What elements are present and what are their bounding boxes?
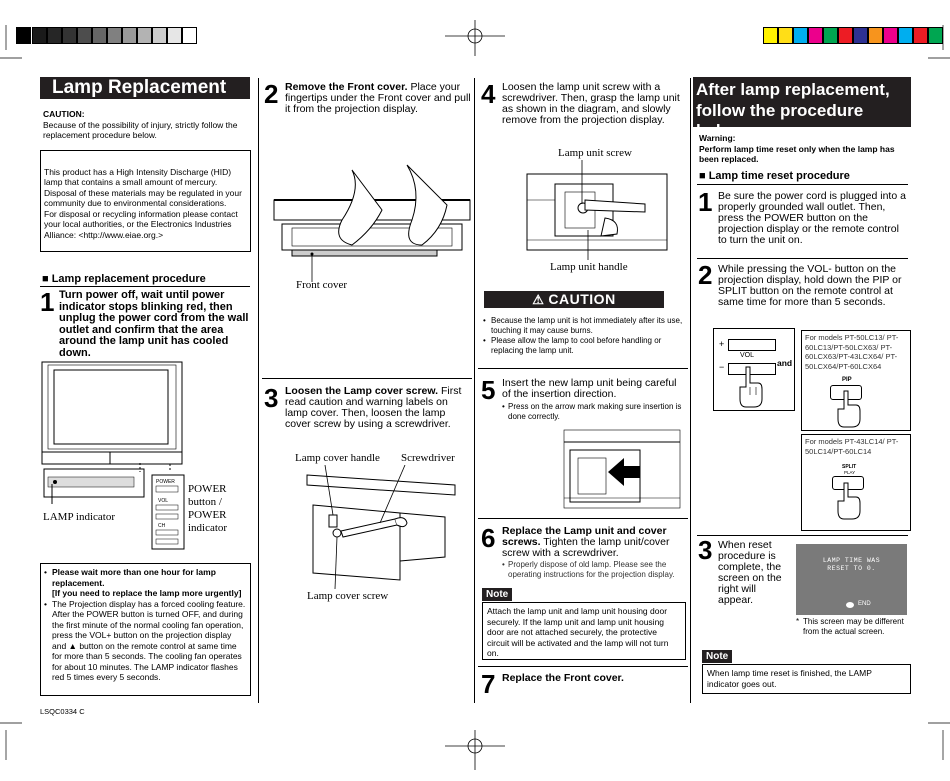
page-title: Lamp Replacement bbox=[40, 77, 250, 99]
caution-bullets: •Because the lamp unit is hot immediatel… bbox=[483, 316, 683, 356]
footer-code: LSQC0334 C bbox=[40, 707, 85, 716]
col3-divider-1 bbox=[478, 368, 688, 369]
label-lamp-indicator: LAMP indicator bbox=[43, 511, 115, 523]
label-lamp-unit-handle: Lamp unit handle bbox=[550, 261, 628, 273]
col3-divider-2 bbox=[478, 518, 688, 519]
col4-title: After lamp replacement, follow the proce… bbox=[693, 77, 911, 140]
procedure-heading-rule bbox=[40, 286, 250, 287]
warning-block: Warning: Perform lamp time reset only wh… bbox=[699, 133, 895, 164]
split-models-box: For models PT-43LC14/ PT-50LC14/PT-60LC1… bbox=[801, 434, 911, 531]
pressing-hand-icon bbox=[837, 390, 861, 428]
col4-step1-number: 1 bbox=[698, 187, 713, 217]
col4-step1-text: Be sure the power cord is plugged into a… bbox=[718, 190, 906, 246]
col2-step3-text: Loosen the Lamp cover screw. First read … bbox=[285, 385, 462, 430]
warning-triangle-icon: ⚠ bbox=[532, 292, 544, 307]
hid-notice-text: This product has a High Intensity Discha… bbox=[44, 166, 242, 240]
vol-panel: + VOL − bbox=[713, 328, 795, 411]
caution-banner: ⚠ CAUTION bbox=[484, 291, 664, 308]
registration-mark-top bbox=[445, 20, 505, 56]
col4-note-tag: Note bbox=[702, 650, 733, 663]
col3-note-box: Attach the lamp unit and lamp unit housi… bbox=[482, 602, 686, 660]
col3-step7-number: 7 bbox=[481, 669, 496, 699]
divider-1 bbox=[258, 78, 259, 703]
wait-bullet-1: Please wait more than one hour for lamp … bbox=[44, 567, 247, 599]
pressing-hand-icon bbox=[739, 366, 763, 408]
col3-step6-number: 6 bbox=[481, 523, 496, 553]
col4-step3-text: When reset procedure is complete, the sc… bbox=[718, 539, 782, 606]
front-cover-illustration bbox=[273, 164, 471, 282]
svg-text:POWER: POWER bbox=[156, 479, 175, 485]
lamp-unit-illustration bbox=[526, 160, 668, 260]
col2-step2-text: Remove the Front cover. Place your finge… bbox=[285, 81, 471, 115]
label-lamp-cover-handle: Lamp cover handle bbox=[295, 452, 380, 464]
col3-step7-text: Replace the Front cover. bbox=[502, 672, 624, 684]
col3-step4-number: 4 bbox=[481, 79, 496, 109]
col3-step4-text: Loosen the lamp unit screw with a screwd… bbox=[502, 81, 680, 126]
caution-heading: CAUTION: bbox=[43, 109, 85, 119]
col4-divider-2 bbox=[697, 535, 908, 536]
pressing-hand-icon bbox=[837, 482, 861, 520]
col1-step1-text: Turn power off, wait until power indicat… bbox=[59, 289, 249, 359]
divider-3 bbox=[690, 78, 691, 703]
label-lamp-cover-screw: Lamp cover screw bbox=[307, 590, 389, 602]
label-power-button: POWER button / POWER indicator bbox=[188, 483, 228, 534]
col3-note-tag: Note bbox=[482, 588, 513, 601]
and-label: and bbox=[777, 358, 793, 368]
col3-step5-sub: •Press on the arrow mark making sure ins… bbox=[502, 402, 682, 421]
screen-note: *This screen may be different from the a… bbox=[796, 617, 904, 636]
col2-step2-number: 2 bbox=[264, 79, 279, 109]
caution-text: Because of the possibility of injury, st… bbox=[43, 119, 238, 141]
hid-notice-box: This product has a High Intensity Discha… bbox=[40, 150, 251, 252]
col4-step2-number: 2 bbox=[698, 260, 713, 290]
divider-2 bbox=[474, 78, 475, 703]
reset-heading-rule bbox=[697, 184, 908, 185]
lamp-cover-illustration bbox=[306, 465, 456, 590]
col3-step6-sub: •Properly dispose of old lamp. Please se… bbox=[502, 560, 675, 579]
caution-block: CAUTION: Because of the possibility of i… bbox=[43, 109, 253, 141]
insert-lamp-illustration bbox=[563, 429, 681, 509]
col4-divider-1 bbox=[697, 258, 908, 259]
label-screwdriver: Screwdriver bbox=[401, 452, 455, 464]
end-icon bbox=[846, 602, 854, 608]
svg-text:CH: CH bbox=[158, 523, 166, 529]
pip-models-box: For models PT-50LC13/ PT-60LC13/PT-50LCX… bbox=[801, 330, 911, 431]
col3-step6-text: Replace the Lamp unit and cover screws. … bbox=[502, 525, 670, 559]
svg-text:VOL: VOL bbox=[158, 498, 168, 504]
caution-bullet-2: •Please allow the lamp to cool before ha… bbox=[483, 336, 662, 355]
vol-minus-button[interactable] bbox=[728, 363, 776, 375]
label-lamp-unit-screw: Lamp unit screw bbox=[558, 147, 632, 159]
projection-display-illustration: POWER VOL CH bbox=[41, 361, 185, 550]
col3-step5-text: Insert the new lamp unit being careful o… bbox=[502, 377, 677, 400]
reset-screen: LAMP TIME WAS RESET TO 0. END bbox=[796, 544, 907, 615]
wait-info-box: Please wait more than one hour for lamp … bbox=[40, 563, 251, 696]
col4-step3-number: 3 bbox=[698, 535, 713, 565]
col3-divider-3 bbox=[478, 666, 688, 667]
col2-step3-number: 3 bbox=[264, 383, 279, 413]
col3-step5-number: 5 bbox=[481, 375, 496, 405]
col2-divider bbox=[262, 378, 472, 379]
col4-note-text: When lamp time reset is finished, the LA… bbox=[707, 668, 872, 689]
registration-mark-bottom bbox=[445, 730, 505, 770]
col1-step1-number: 1 bbox=[40, 287, 55, 317]
caution-bullet-1: •Because the lamp unit is hot immediatel… bbox=[483, 316, 683, 335]
col4-note-box: When lamp time reset is finished, the LA… bbox=[702, 664, 911, 694]
label-front-cover: Front cover bbox=[296, 279, 348, 291]
col4-step2-text: While pressing the VOL- button on the pr… bbox=[718, 263, 902, 308]
col3-note-text: Attach the lamp unit and lamp unit housi… bbox=[487, 606, 669, 658]
procedure-heading: ■ Lamp replacement procedure bbox=[42, 273, 206, 285]
reset-heading: ■ Lamp time reset procedure bbox=[699, 170, 850, 182]
wait-bullet-2: The Projection display has a forced cool… bbox=[44, 599, 247, 683]
